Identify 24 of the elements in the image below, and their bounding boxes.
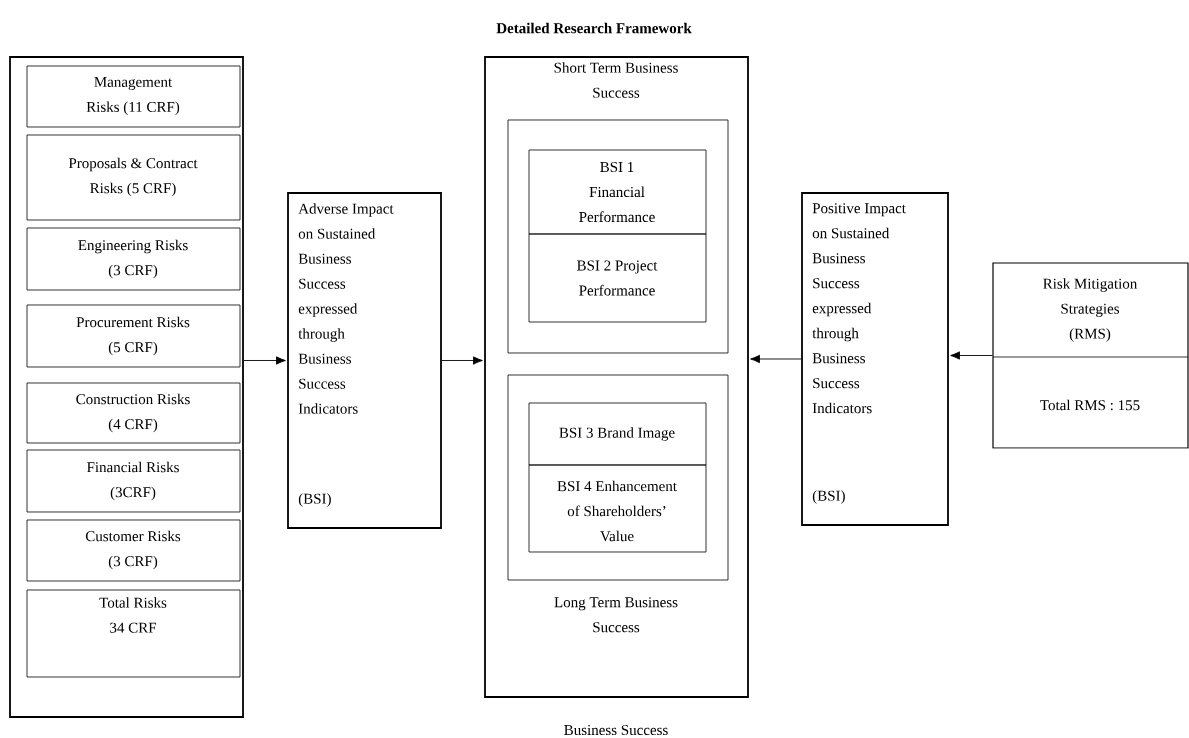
frame-box: [9, 56, 244, 718]
impact-box: Adverse Impact on Sustained Business Success expressed through Business Success Indicators (BSI): [287, 192, 442, 529]
indicator-box: BSI 1 Financial Performance: [528, 149, 707, 235]
risk-box: Management Risks (11 CRF): [26, 65, 241, 128]
risk-box: Total Risks 34 CRF: [26, 589, 241, 678]
arrow: [750, 354, 802, 364]
risk-box: Construction Risks (4 CRF): [26, 382, 241, 444]
arrow: [441, 356, 483, 365]
risk-box: Proposals & Contract Risks (5 CRF): [26, 134, 241, 221]
title: Detailed Research Framework: [496, 22, 692, 34]
strategy-box: Risk Mitigation Strategies (RMS) Total RMS : 155: [992, 262, 1189, 449]
risk-box: Procurement Risks (5 CRF): [26, 304, 241, 368]
impact-box: Positive Impact on Sustained Business Success expressed through Business Success Indicators (BSI): [801, 192, 949, 526]
indicator-box: BSI 2 Project Performance: [528, 233, 707, 323]
node-label: Business Success: [564, 724, 668, 736]
indicator-box: BSI 3 Brand Image: [528, 402, 707, 466]
risk-box: Customer Risks (3 CRF): [26, 519, 241, 582]
risk-box: Engineering Risks (3 CRF): [26, 227, 241, 291]
group-box: [507, 374, 729, 581]
indicator-box: BSI 4 Enhancement of Shareholders’ Value: [528, 464, 707, 553]
arrow: [243, 356, 286, 365]
risk-box: Financial Risks (3CRF): [26, 449, 241, 513]
group-box: [507, 119, 729, 354]
arrow: [950, 351, 993, 360]
